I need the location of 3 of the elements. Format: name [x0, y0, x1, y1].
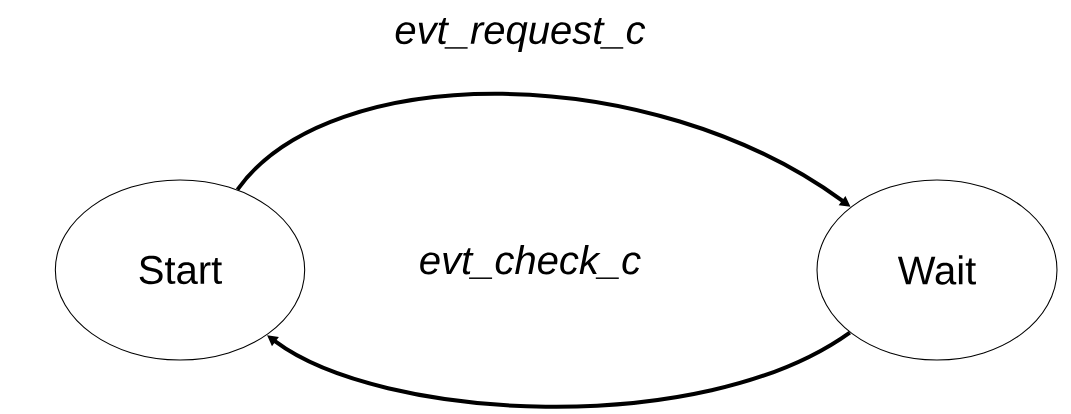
edge-label: evt_check_c: [417, 243, 643, 281]
edge-label: evt_request_c: [393, 16, 647, 54]
arrow: [267, 330, 851, 409]
